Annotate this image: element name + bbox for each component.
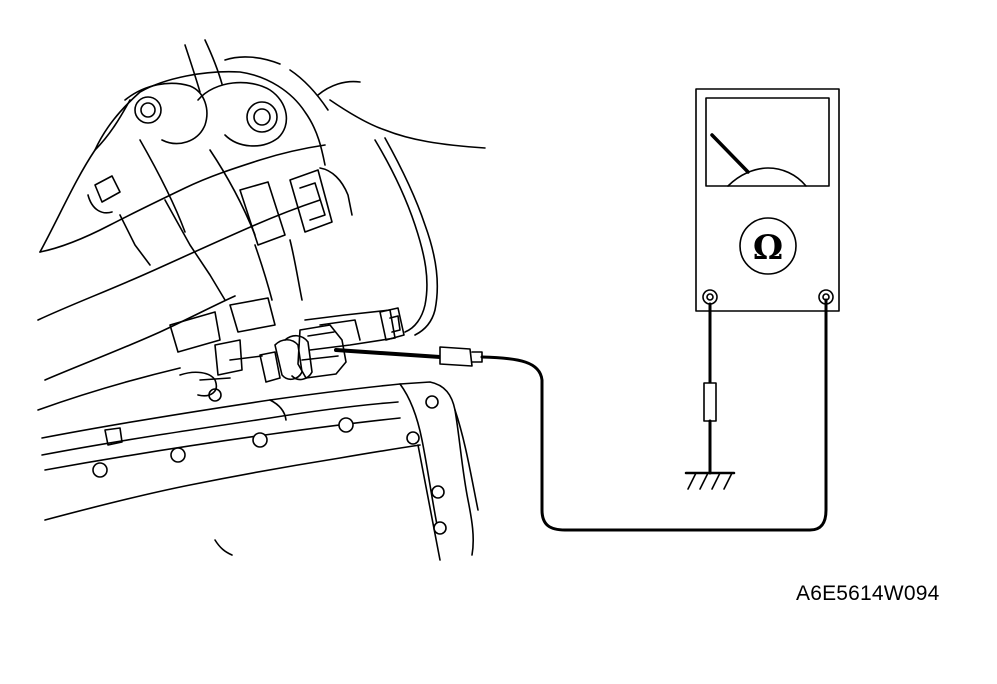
transmission-housing: [37, 39, 486, 411]
pan-bolt: [433, 521, 447, 535]
pan-bolts: [92, 395, 447, 535]
test-lead-probe: [334, 346, 483, 367]
resistor-symbol: [703, 382, 717, 422]
meter-body: [695, 88, 840, 312]
test-lead-wire: [480, 298, 828, 532]
ohm-symbol-icon: Ω: [753, 228, 783, 268]
pan-bolt: [431, 485, 445, 499]
meter-terminal-right: [818, 289, 834, 305]
pan-bolt: [170, 447, 186, 463]
meter-terminal-left: [702, 289, 718, 305]
pan-bolt: [92, 462, 108, 478]
sensor-connector: [229, 324, 347, 383]
pan-bolt: [338, 417, 354, 433]
meter-needle: [710, 133, 750, 174]
oil-pan: [41, 381, 479, 561]
pan-bolt: [252, 432, 268, 448]
meter-scale-arc: [727, 167, 807, 187]
pan-bolt: [425, 395, 439, 409]
pan-bolt: [406, 431, 420, 445]
ohmmeter: [695, 88, 840, 312]
ohm-dial-circle: [739, 217, 797, 275]
figure-code-label: A6E5614W094: [796, 582, 940, 605]
meter-dial-window: [705, 97, 830, 187]
ground-lead: [684, 302, 736, 490]
wiring-harness: [304, 137, 439, 351]
